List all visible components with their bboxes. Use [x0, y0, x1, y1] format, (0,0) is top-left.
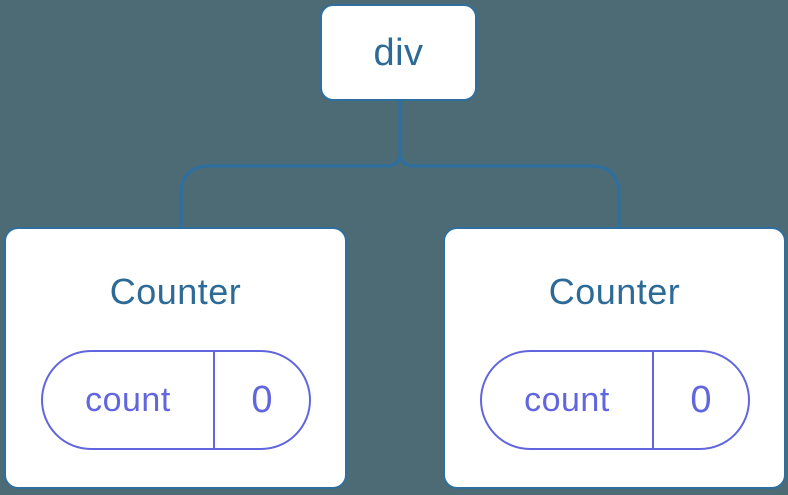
state-key-cell: count	[43, 352, 216, 448]
state-value-cell: 0	[654, 352, 747, 448]
state-pill: count 0	[479, 350, 750, 450]
connector-right-branch	[398, 101, 621, 228]
state-pill: count 0	[40, 350, 311, 450]
root-node-label: div	[373, 31, 424, 74]
state-key-label: count	[85, 380, 171, 419]
state-key-cell: count	[482, 352, 655, 448]
counter-node-label: Counter	[109, 271, 242, 312]
connector-left-branch	[179, 101, 402, 228]
state-value-cell: 0	[215, 352, 308, 448]
state-value-label: 0	[251, 378, 273, 421]
counter-node-left: Counter count 0	[4, 227, 347, 489]
state-key-label: count	[524, 380, 610, 419]
state-value-label: 0	[690, 378, 712, 421]
counter-node-right: Counter count 0	[443, 227, 786, 489]
root-node-div: div	[320, 4, 477, 101]
counter-node-label: Counter	[548, 271, 681, 312]
